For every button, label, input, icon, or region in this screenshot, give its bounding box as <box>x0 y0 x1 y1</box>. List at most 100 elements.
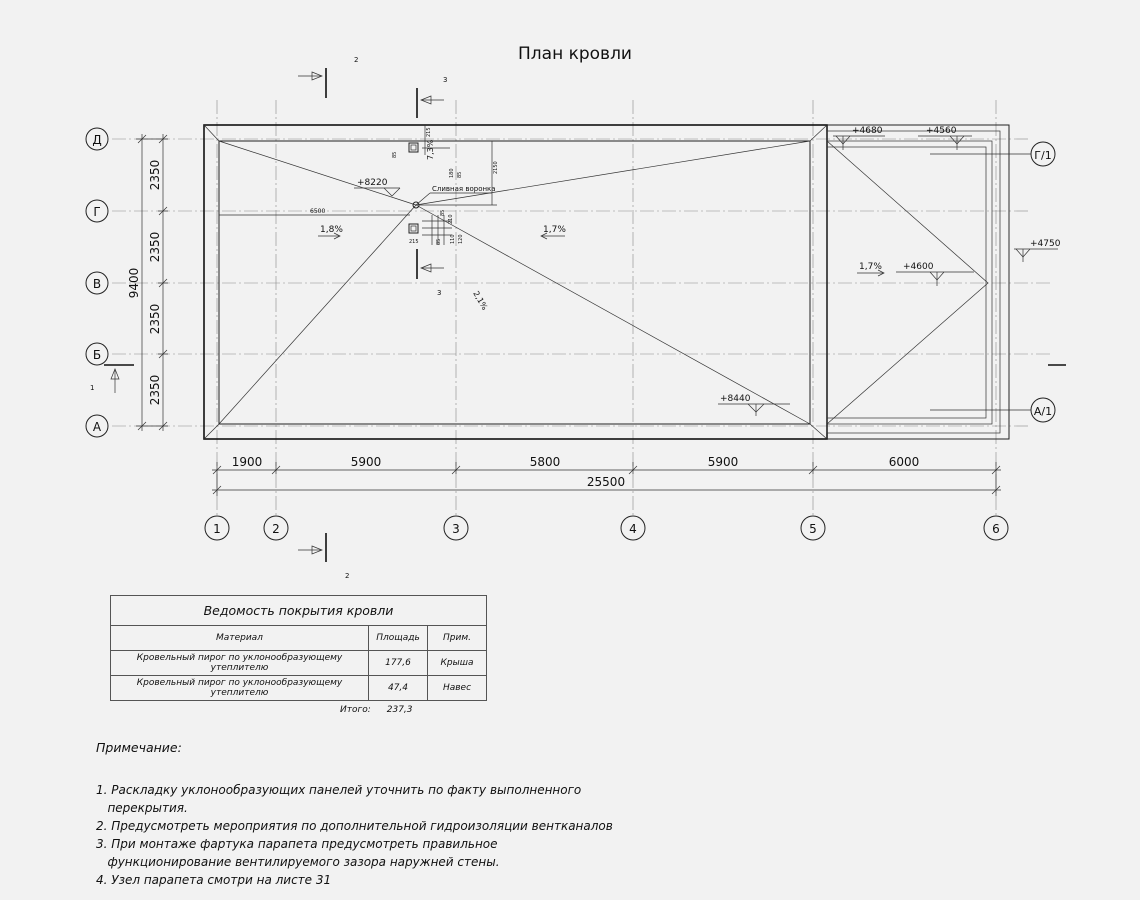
level-8220: +8220 <box>357 178 388 188</box>
slope-lines-main <box>218 140 811 425</box>
section-mark-mid-3: 3 <box>437 289 441 297</box>
section-mark-bottom-2: 2 <box>345 572 349 580</box>
note-line: 3. При монтаже фартука парапета предусмо… <box>96 837 498 851</box>
note-line: перекрытия. <box>96 801 188 815</box>
dim-85-d: 85 <box>436 239 442 245</box>
axis-bubble-d <box>85 127 109 151</box>
slope-5: 1,7% <box>859 262 882 272</box>
slope-indicators: 1,8% 1,7% 7,3% 2,1% 1,7% <box>318 139 885 312</box>
dimension-chain-bottom: 1900 5900 5800 5900 6000 25500 <box>212 455 1001 496</box>
section-mark-left-1: 1 <box>90 384 94 392</box>
canopy-outline <box>826 124 1010 440</box>
level-4600: +4600 <box>903 262 934 272</box>
schedule-cell-note: Крыша <box>427 650 487 676</box>
axis-bubbles-extra: Г/1 А/1 <box>930 141 1056 423</box>
dim-2150: 2150 <box>493 161 499 174</box>
axis-bubble-a <box>85 414 109 438</box>
axis-label-v: В <box>93 277 101 291</box>
dim-bottom-1: 1900 <box>232 455 263 469</box>
schedule-header-note: Прим. <box>427 625 487 651</box>
level-marks: +8220 +8440 +4680 +4560 +4600 +4750 <box>354 126 1061 416</box>
slope-2: 1,7% <box>543 225 566 235</box>
axis-label-1: 1 <box>213 522 221 536</box>
dim-85-c: 85 <box>440 210 446 216</box>
axis-label-g: Г <box>93 205 100 219</box>
axis-label-6: 6 <box>992 522 1000 536</box>
section-mark-top-3: 3 <box>443 76 447 84</box>
dim-120: 120 <box>458 234 464 244</box>
notes-heading: Примечание: <box>96 740 182 755</box>
axis-label-4: 4 <box>629 522 637 536</box>
dim-85-b: 85 <box>457 172 463 178</box>
drain-funnel: Сливная воронка 6500 2150 215 85 180 85 … <box>219 125 499 245</box>
dim-bottom-total: 25500 <box>587 475 625 489</box>
note-line: функционирование вентилируемого зазора н… <box>96 855 500 869</box>
axis-label-a1: А/1 <box>1034 405 1052 418</box>
axis-label-d: Д <box>92 133 101 147</box>
main-roof-outline <box>203 124 828 440</box>
dim-85-a: 85 <box>392 152 398 158</box>
grid-lines-vertical <box>216 100 997 515</box>
schedule-total: Итого: 237,3 <box>340 705 413 715</box>
grid-lines-horizontal <box>112 138 1050 427</box>
dim-bottom-3: 5800 <box>530 455 561 469</box>
table-row: Кровельный пирог по уклонообразующему ут… <box>110 650 487 676</box>
dim-110: 110 <box>450 234 456 244</box>
notes-block: Примечание: 1. Раскладку уклонообразующи… <box>96 740 716 889</box>
vent-bottom <box>408 223 419 234</box>
schedule-cell-area: 47,4 <box>368 675 428 701</box>
dim-6500: 6500 <box>310 208 325 215</box>
slope-1: 1,8% <box>320 225 343 235</box>
note-line: 1. Раскладку уклонообразующих панелей ут… <box>96 783 582 797</box>
dim-210: 210 <box>448 214 454 224</box>
slope-3: 7,3% <box>426 139 435 160</box>
slope-4: 2,1% <box>471 290 489 312</box>
dim-left-4: 2350 <box>148 375 162 406</box>
dim-bottom-5: 6000 <box>889 455 920 469</box>
dim-215-top: 215 <box>426 127 432 137</box>
dim-left-total: 9400 <box>127 268 141 299</box>
schedule-total-label: Итого: <box>340 705 371 715</box>
axis-label-5: 5 <box>809 522 817 536</box>
level-4560: +4560 <box>926 126 957 136</box>
level-8440: +8440 <box>720 394 751 404</box>
dim-215-bottom: 215 <box>409 239 419 245</box>
drawing-title: План кровли <box>518 44 632 64</box>
dim-bottom-4: 5900 <box>708 455 739 469</box>
schedule-cell-note: Навес <box>427 675 487 701</box>
schedule-caption: Ведомость покрытия кровли <box>110 595 487 626</box>
dim-bottom-2: 5900 <box>351 455 382 469</box>
axis-bubble-b <box>85 342 109 366</box>
dim-180: 180 <box>449 168 455 178</box>
level-4680: +4680 <box>852 126 883 136</box>
axis-label-3: 3 <box>452 522 460 536</box>
dimension-chain-left: 2350 2350 2350 2350 9400 <box>127 134 168 431</box>
axis-bubbles-numbers: 1 2 3 4 5 6 <box>204 515 1009 541</box>
schedule-header-area: Площадь <box>368 625 428 651</box>
dim-left-2: 2350 <box>148 232 162 263</box>
level-4750: +4750 <box>1030 239 1061 249</box>
drain-funnel-label: Сливная воронка <box>432 185 496 193</box>
axis-label-a: А <box>93 420 102 434</box>
axis-label-2: 2 <box>272 522 280 536</box>
section-mark-top-2: 2 <box>354 56 358 64</box>
roof-covering-schedule: Ведомость покрытия кровли Материал Площа… <box>110 595 487 701</box>
axis-bubble-g <box>85 199 109 223</box>
dim-left-1: 2350 <box>148 160 162 191</box>
axis-bubble-v <box>85 271 109 295</box>
dim-left-3: 2350 <box>148 304 162 335</box>
axis-label-g1: Г/1 <box>1034 149 1051 162</box>
schedule-cell-area: 177,6 <box>368 650 428 676</box>
note-line: 4. Узел парапета смотри на листе 31 <box>96 873 332 887</box>
note-line: 2. Предусмотреть мероприятия по дополнит… <box>96 819 613 833</box>
schedule-total-value: 237,3 <box>386 705 413 715</box>
vent-top <box>408 142 419 153</box>
axis-bubbles-letters: Д Г В Б А <box>85 127 109 438</box>
schedule-cell-material: Кровельный пирог по уклонообразующему ут… <box>110 650 369 676</box>
table-row: Кровельный пирог по уклонообразующему ут… <box>110 675 487 701</box>
section-marks: 2 3 3 2 1 <box>90 56 1066 580</box>
schedule-cell-material: Кровельный пирог по уклонообразующему ут… <box>110 675 369 701</box>
axis-label-b: Б <box>93 348 101 362</box>
